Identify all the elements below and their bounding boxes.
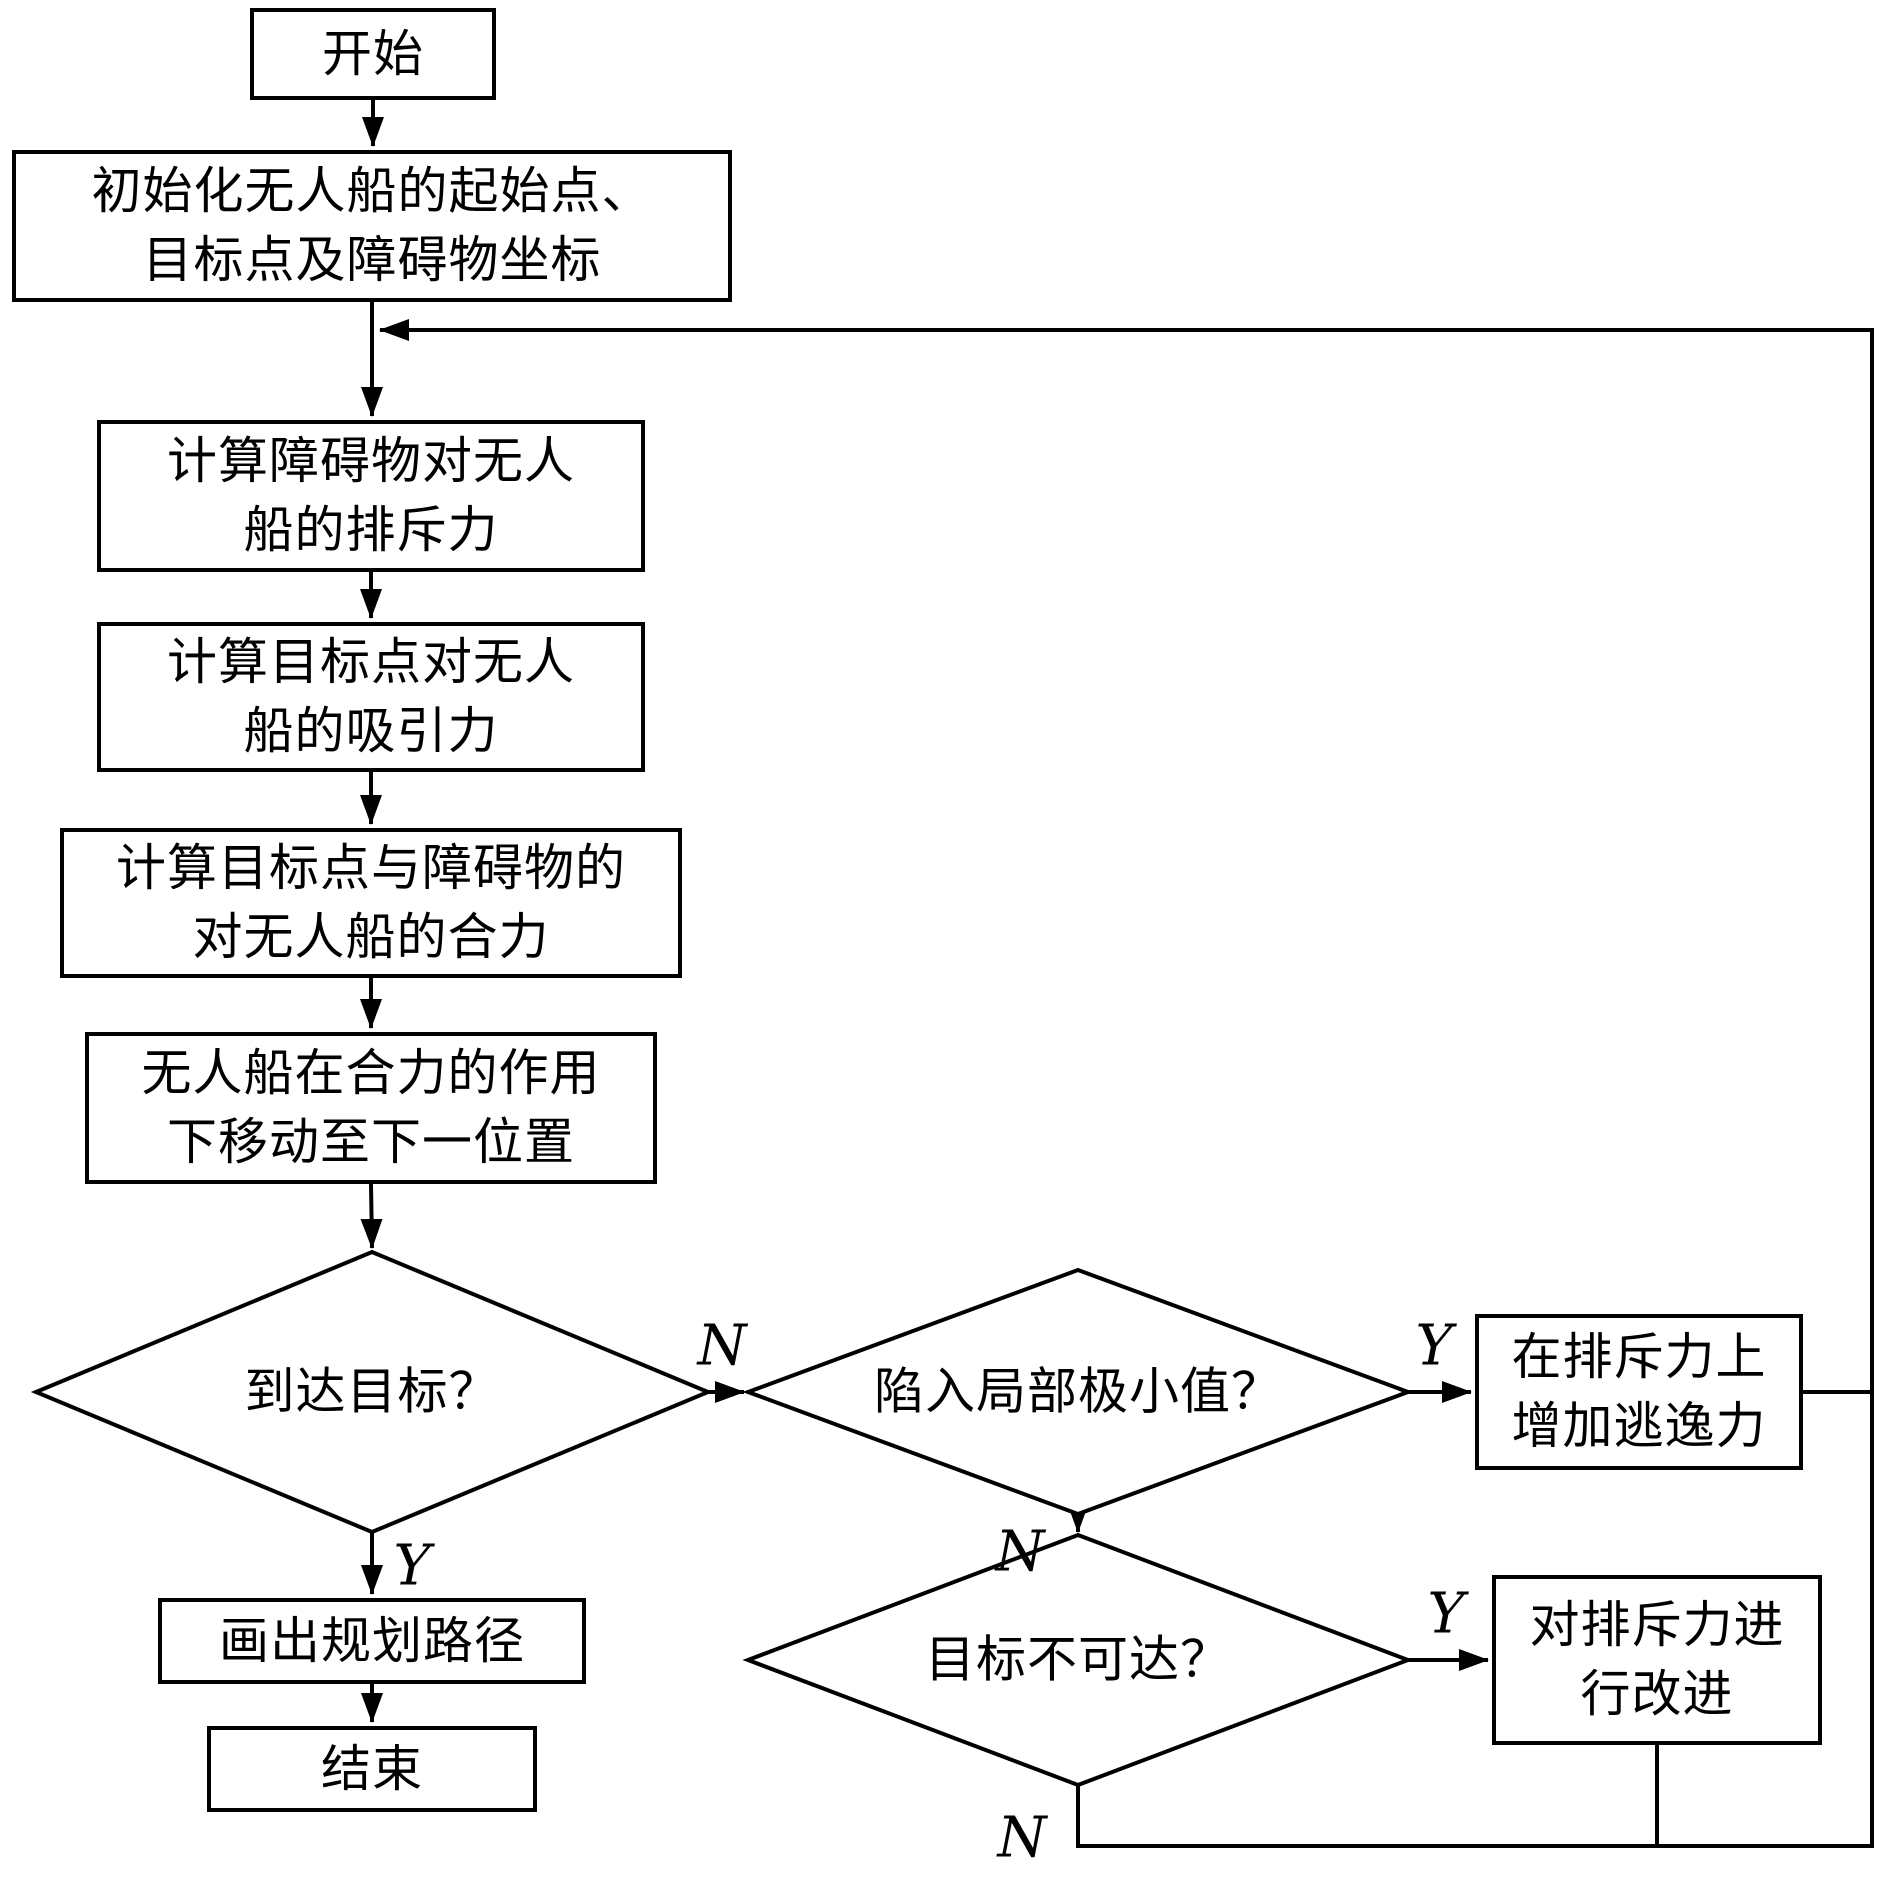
branch-label-reach-goal-no: N: [697, 1313, 747, 1379]
branch-label-local-min-no: N: [995, 1519, 1045, 1585]
branch-label-reach-goal-yes: Y: [393, 1533, 431, 1599]
branch-label-unreachable-no: N: [997, 1805, 1047, 1871]
node-compute-repulsion-label: 计算障碍物对无人 船的排斥力: [167, 432, 575, 559]
node-compute-attraction: 计算目标点对无人 船的吸引力: [97, 622, 645, 772]
decision-unreachable-label: 目标不可达？: [925, 1630, 1231, 1689]
node-start: 开始: [250, 8, 496, 100]
decision-local-min-label: 陷入局部极小值？: [874, 1362, 1282, 1421]
decision-unreachable-shape: [742, 1532, 1414, 1788]
branch-label-unreachable-yes: Y: [1427, 1581, 1465, 1647]
node-add-escape-force-label: 在排斥力上 增加逃逸力: [1511, 1328, 1767, 1455]
node-draw-planned-path: 画出规划路径: [158, 1598, 586, 1684]
node-improve-repulsion-label: 对排斥力进 行改进: [1529, 1596, 1785, 1723]
node-move-next-position: 无人船在合力的作用 下移动至下一位置: [85, 1032, 657, 1184]
decision-reach-goal-shape: [30, 1249, 714, 1535]
node-move-next-position-label: 无人船在合力的作用 下移动至下一位置: [141, 1044, 601, 1171]
node-add-escape-force: 在排斥力上 增加逃逸力: [1475, 1314, 1803, 1470]
decision-local-min-shape: [742, 1267, 1414, 1517]
node-init-coordinates-label: 初始化无人船的起始点、 目标点及障碍物坐标: [91, 162, 653, 289]
decision-reach-goal-label: 到达目标？: [244, 1362, 500, 1421]
node-compute-attraction-label: 计算目标点对无人 船的吸引力: [167, 633, 575, 760]
branch-label-local-min-yes: Y: [1415, 1313, 1453, 1379]
node-compute-resultant-force: 计算目标点与障碍物的 对无人船的合力: [60, 828, 682, 978]
node-draw-planned-path-label: 画出规划路径: [219, 1611, 525, 1670]
node-init-coordinates: 初始化无人船的起始点、 目标点及障碍物坐标: [12, 150, 732, 302]
arrow-loop-back-to-repulsion: [379, 319, 1874, 1848]
node-start-label: 开始: [322, 24, 424, 83]
node-compute-resultant-force-label: 计算目标点与障碍物的 对无人船的合力: [116, 839, 626, 966]
node-end: 结束: [207, 1726, 537, 1812]
arrow-move-to-reach-goal: [360, 1183, 383, 1249]
node-end-label: 结束: [321, 1739, 423, 1798]
node-compute-repulsion: 计算障碍物对无人 船的排斥力: [97, 420, 645, 572]
node-improve-repulsion: 对排斥力进 行改进: [1492, 1575, 1822, 1745]
